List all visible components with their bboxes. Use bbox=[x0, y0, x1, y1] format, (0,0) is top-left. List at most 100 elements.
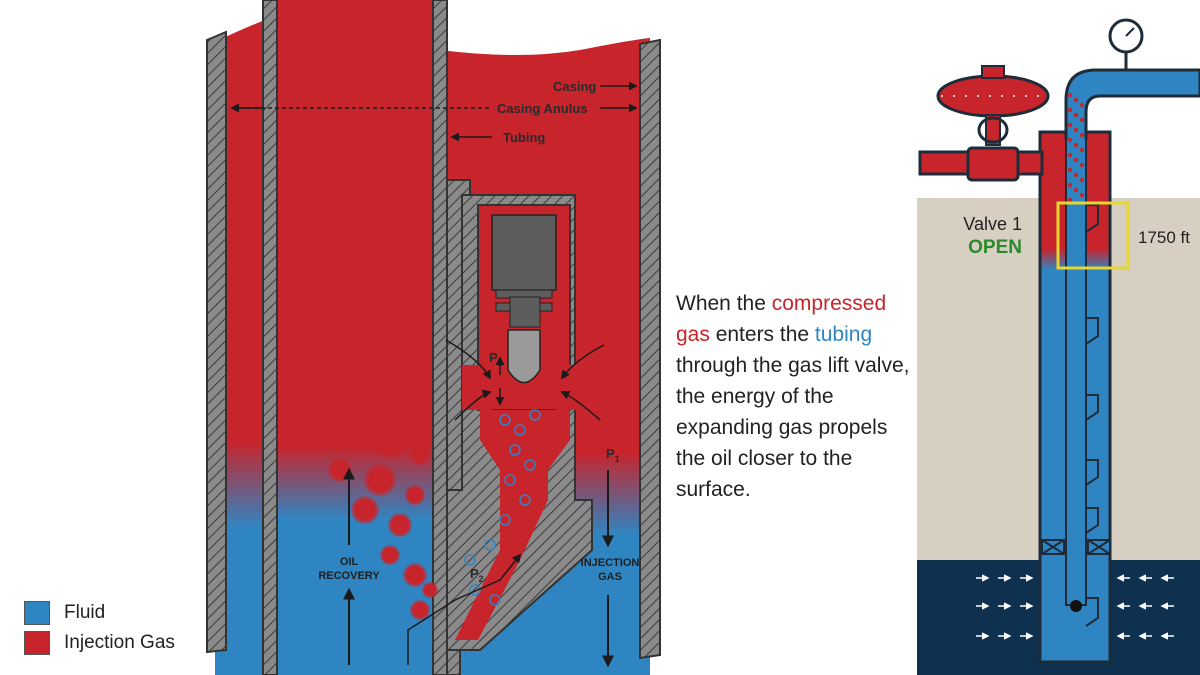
well-gas-bubble bbox=[1067, 137, 1073, 143]
gas-bubble bbox=[313, 128, 357, 172]
mandrel-4 bbox=[1085, 459, 1099, 486]
well-gas-bubble bbox=[1067, 167, 1073, 173]
gas-bubbles bbox=[283, 3, 541, 620]
well-gas-bubble bbox=[1073, 187, 1079, 193]
valve-channel-bubble bbox=[524, 459, 536, 471]
well-schematic bbox=[917, 18, 1200, 675]
gas-bubble bbox=[290, 310, 310, 330]
legend-swatch-injection-gas bbox=[24, 631, 50, 655]
well-gas-bubble bbox=[1067, 197, 1073, 203]
gas-bubble bbox=[355, 50, 395, 90]
p2-flow-arrow bbox=[407, 553, 522, 665]
legend-label-fluid: Fluid bbox=[64, 602, 106, 623]
gas-bubble bbox=[320, 315, 360, 355]
well-gas-bubble bbox=[1067, 152, 1073, 158]
well-gas-bubble bbox=[1073, 112, 1079, 118]
well-gas-bubble bbox=[1079, 117, 1085, 123]
well-gas-bubble bbox=[1067, 92, 1073, 98]
gas-bubble bbox=[353, 228, 397, 272]
gas-bubble bbox=[339, 94, 371, 126]
injection-gas-label-2: GAS bbox=[598, 571, 622, 583]
well-gas-bubble bbox=[1067, 182, 1073, 188]
valve-channel-bubble bbox=[504, 474, 516, 486]
well-gas-bubble bbox=[1079, 192, 1085, 198]
gas-bubble bbox=[301, 266, 329, 294]
valve-bellows bbox=[495, 289, 553, 328]
gas-bubble bbox=[292, 167, 328, 203]
well-gas-bubble bbox=[1073, 172, 1079, 178]
well-gas-bubble bbox=[1079, 132, 1085, 138]
valve-name-label: Valve 1 bbox=[963, 214, 1022, 234]
injection-valve-actuator bbox=[936, 65, 1050, 182]
well-gas-bubble bbox=[1073, 142, 1079, 148]
valve-channel-bubble bbox=[509, 444, 521, 456]
casing-label: Casing bbox=[553, 79, 596, 94]
mandrel-6 bbox=[1085, 597, 1099, 627]
valve-depth-label: 1750 ft bbox=[1138, 228, 1190, 247]
gas-bubble bbox=[422, 582, 438, 598]
gas-bubble bbox=[385, 375, 425, 415]
explanation-part-2: enters the bbox=[709, 323, 815, 346]
valve-channel-bubble bbox=[499, 514, 511, 526]
well-gas-bubble bbox=[1079, 147, 1085, 153]
gas-bubble bbox=[337, 272, 373, 308]
tubing-wall-right bbox=[432, 0, 448, 675]
mandrel-2 bbox=[1085, 317, 1099, 345]
gas-bubble bbox=[382, 97, 418, 133]
gas-bubble bbox=[410, 600, 430, 620]
casing-wall-right bbox=[639, 38, 661, 660]
gas-inflow-arrow-left-2 bbox=[454, 389, 492, 421]
explanation-highlight-tubing: tubing bbox=[814, 323, 873, 346]
gas-bubble bbox=[403, 563, 427, 587]
casing-wall-left bbox=[206, 30, 227, 654]
well-gas-bubble bbox=[1073, 97, 1079, 103]
well-bubbles bbox=[1067, 92, 1085, 203]
mandrel-1 bbox=[1085, 204, 1099, 233]
explanation-part-3: through the gas lift valve, the energy o… bbox=[676, 354, 910, 501]
gas-bubble bbox=[384, 284, 416, 316]
valve-channel-bubble bbox=[519, 494, 531, 506]
gas-inflow-arrow-left bbox=[445, 339, 491, 380]
explanation-highlight-gas: compressed gas bbox=[676, 292, 887, 346]
gas-bubble bbox=[294, 6, 326, 38]
gas-bubble bbox=[316, 41, 344, 69]
valve-channel-bubble bbox=[469, 584, 481, 596]
valve-channel-bubble bbox=[514, 424, 526, 436]
tubing-wall-left bbox=[262, 0, 278, 675]
casing-annulus-label: Casing Anulus bbox=[497, 101, 588, 116]
legend-label-injection-gas: Injection Gas bbox=[64, 632, 175, 653]
gas-bubble bbox=[371, 331, 399, 359]
packer-right bbox=[1087, 539, 1111, 555]
gas-bubble bbox=[340, 180, 380, 220]
well-gas-bubble bbox=[1067, 107, 1073, 113]
mandrel-5 bbox=[1085, 507, 1099, 534]
mandrel-3 bbox=[1085, 394, 1099, 421]
gas-bubble bbox=[405, 485, 425, 505]
gas-bubble bbox=[351, 496, 379, 524]
legend-item-fluid: Fluid bbox=[24, 598, 175, 628]
packer-left bbox=[1041, 539, 1065, 555]
gas-bubble bbox=[337, 3, 363, 29]
gas-bubble bbox=[388, 513, 412, 537]
oil-recovery-label-1: OIL bbox=[340, 556, 359, 568]
valve-channel-bubble bbox=[484, 539, 496, 551]
gas-lift-valve bbox=[446, 179, 593, 675]
reservoir-inflow-arrows bbox=[976, 574, 1174, 640]
explanation-part-1: When the bbox=[676, 292, 772, 315]
well-gas-bubble bbox=[1079, 177, 1085, 183]
gas-bubble bbox=[300, 400, 320, 420]
gas-bubble bbox=[403, 50, 427, 74]
valve-channel-bubble bbox=[464, 554, 476, 566]
gas-bubble bbox=[410, 445, 430, 465]
flowline bbox=[1064, 68, 1200, 140]
p2-label: P2 bbox=[470, 566, 484, 584]
gas-bubble bbox=[380, 545, 400, 565]
gas-bubble bbox=[306, 356, 334, 384]
tubing-label: Tubing bbox=[503, 130, 545, 145]
gas-bubble bbox=[290, 215, 310, 235]
gas-bubble bbox=[372, 422, 408, 458]
tubing-end-plug bbox=[1070, 600, 1082, 612]
valve-channel-bubble bbox=[499, 414, 511, 426]
well-gas-bubble bbox=[1067, 122, 1073, 128]
valve-state-label: OPEN bbox=[968, 237, 1022, 258]
